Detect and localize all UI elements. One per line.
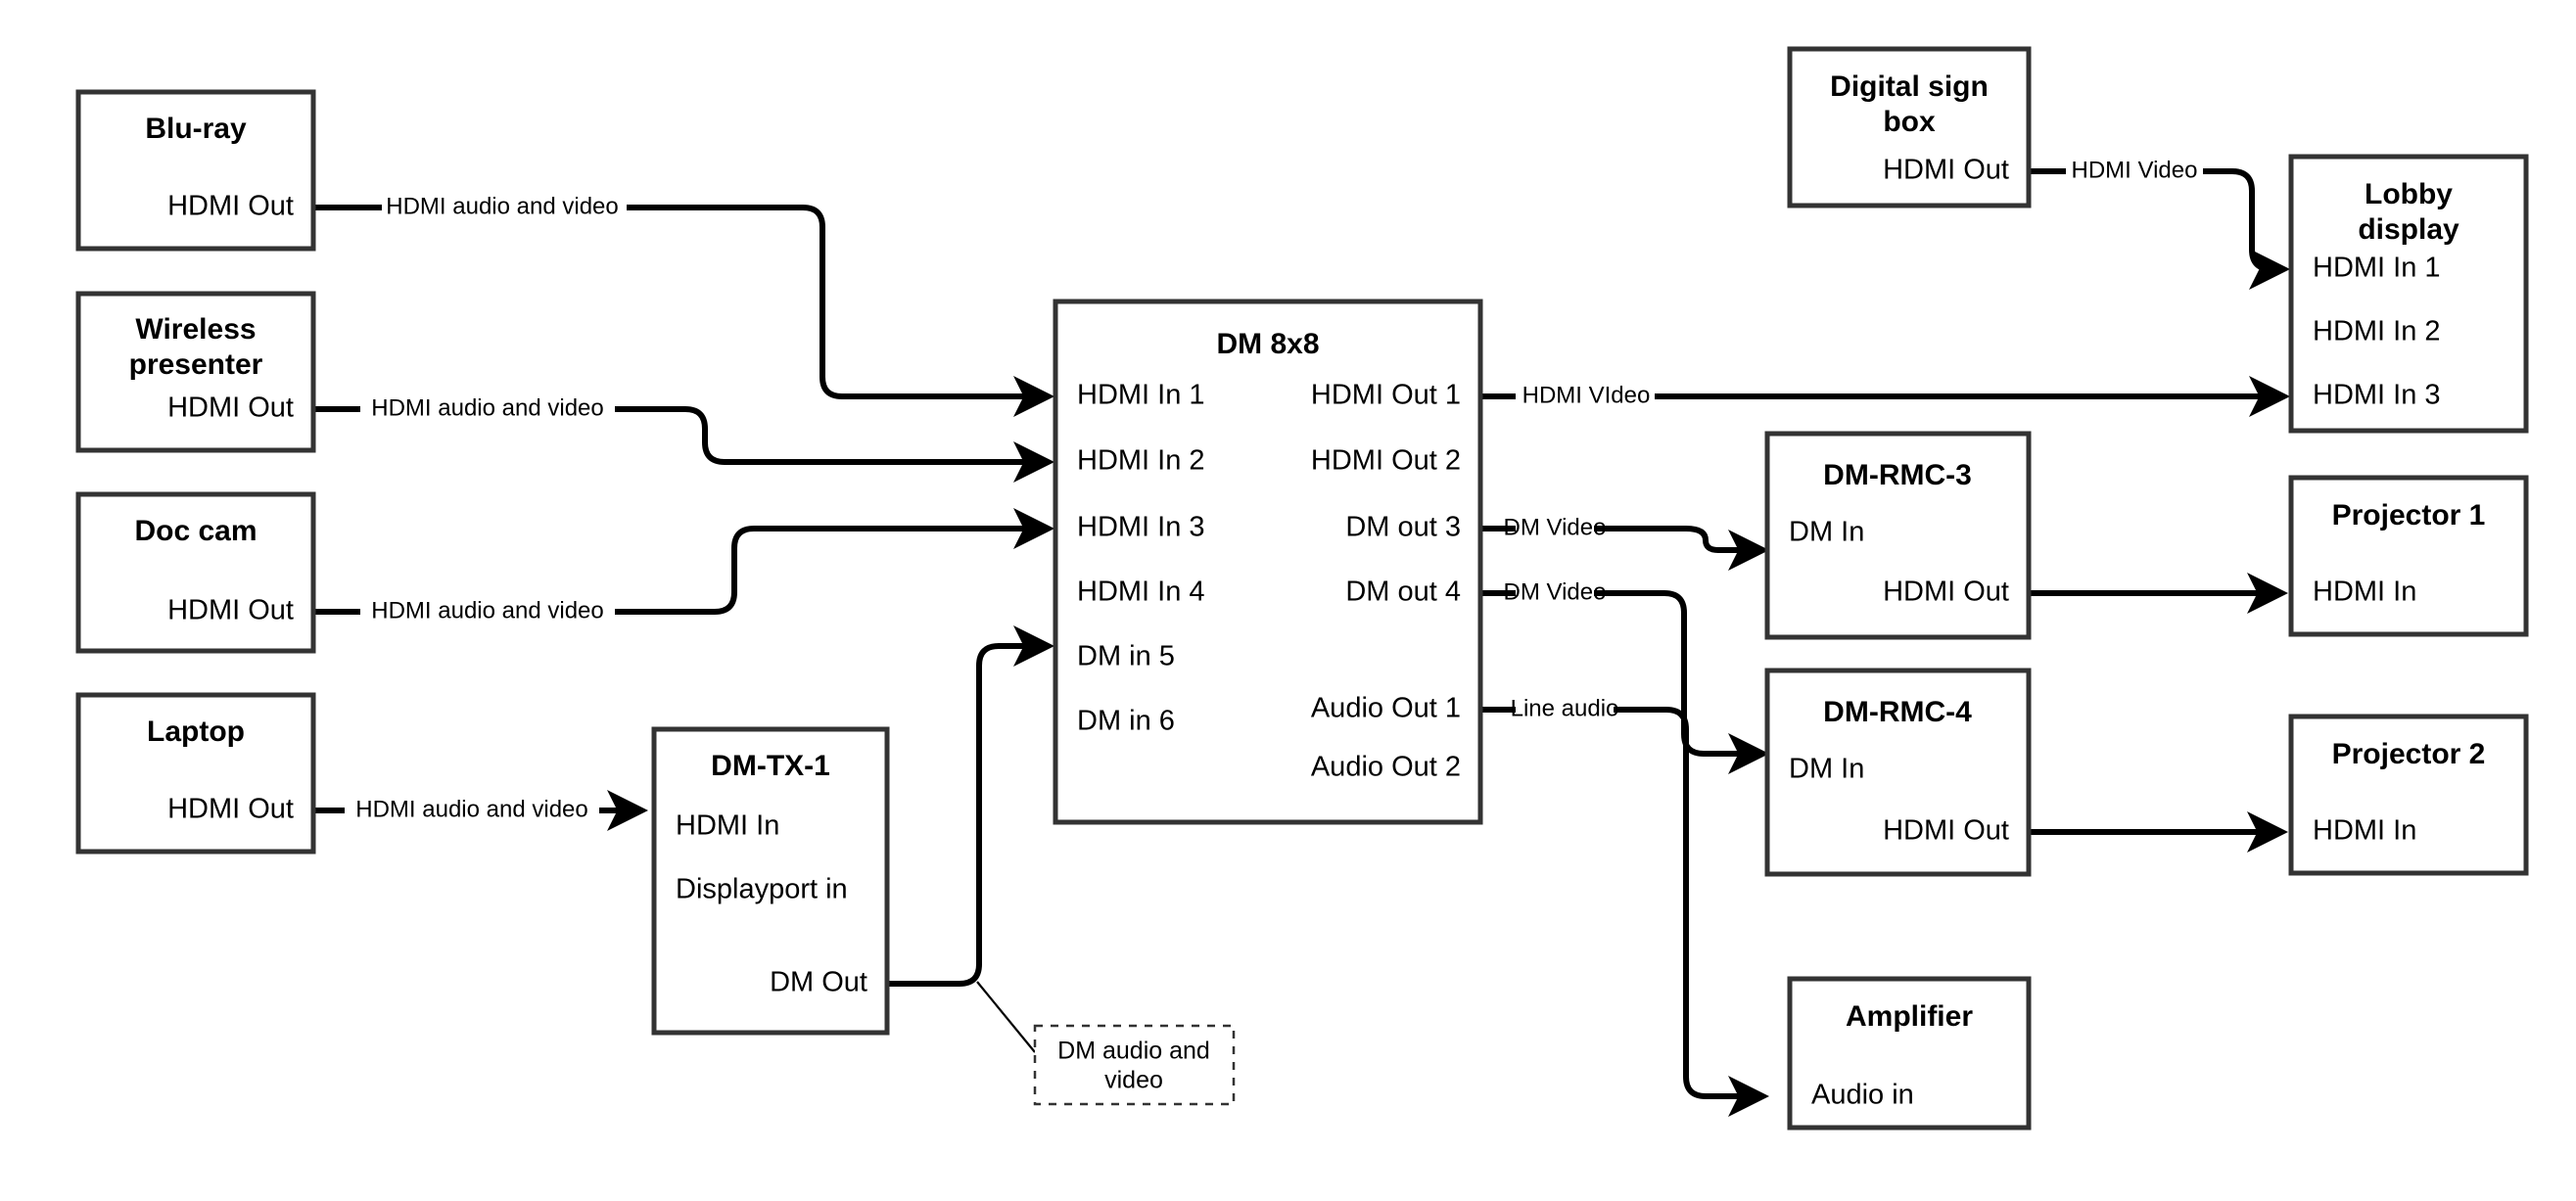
dm-8x8-input-hdmi-in-4: HDMI In 4	[1077, 577, 1205, 608]
lobby-display-box[interactable]	[2288, 154, 2529, 434]
node-projector-1[interactable]: Projector 1 HDMI In	[2288, 475, 2529, 637]
lobby-display-title-line2: display	[2358, 213, 2459, 246]
callout-leader-line	[976, 981, 1036, 1053]
dm-8x8-title: DM 8x8	[1216, 328, 1319, 360]
bluray-title: Blu-ray	[145, 113, 247, 145]
wire-doccam-to-hdmi-in-3	[313, 529, 1048, 615]
projector-1-title: Projector 1	[2332, 499, 2486, 531]
lobby-display-input-hdmi-in-2: HDMI In 2	[2313, 316, 2441, 347]
callout-text-line2: video	[1104, 1067, 1163, 1094]
doc-cam-box[interactable]	[75, 491, 316, 654]
node-laptop[interactable]: Laptop HDMI Out	[75, 692, 316, 855]
wire-dm-out-3-to-rmc3	[1480, 529, 1762, 550]
dm-tx-1-port-hdmi-in: HDMI In	[676, 810, 779, 842]
edge-label-dmout3-to-rmc3: DM Video	[1504, 514, 1607, 540]
node-dm-rmc-4[interactable]: DM-RMC-4 DM In HDMI Out	[1764, 668, 2032, 877]
wireless-presenter-title-line2: presenter	[129, 348, 263, 381]
dm-8x8-input-dm-in-5: DM in 5	[1077, 641, 1175, 672]
dm-8x8-input-hdmi-in-1: HDMI In 1	[1077, 380, 1205, 411]
laptop-port-hdmi-out: HDMI Out	[167, 794, 294, 825]
edge-label-bluray-to-in1: HDMI audio and video	[386, 193, 618, 219]
doc-cam-title: Doc cam	[134, 515, 257, 547]
bluray-box[interactable]	[75, 89, 316, 252]
callout-dm-audio-and-video: DM audio and video	[1033, 1024, 1236, 1106]
digital-sign-box-title-line1: Digital sign	[1830, 70, 1989, 103]
dm-8x8-output-dm-out-4: DM out 4	[1345, 577, 1461, 608]
edge-label-sign-to-lobby1: HDMI Video	[2072, 157, 2198, 183]
node-wireless-presenter[interactable]: Wireless presenter HDMI Out	[75, 291, 316, 453]
amplifier-port-audio-in: Audio in	[1811, 1080, 1914, 1111]
dm-8x8-output-audio-out-2: Audio Out 2	[1311, 752, 1461, 783]
projector-2-title: Projector 2	[2332, 738, 2486, 770]
node-projector-2[interactable]: Projector 2 HDMI In	[2288, 714, 2529, 876]
wire-dm-out-4-to-rmc4	[1480, 590, 1762, 754]
amplifier-title: Amplifier	[1846, 1000, 1973, 1033]
edge-label-doccam-to-in3: HDMI audio and video	[371, 597, 603, 624]
dm-tx-1-port-displayport-in: Displayport in	[676, 874, 848, 905]
dm-rmc-3-box[interactable]	[1764, 431, 2032, 640]
lobby-display-input-hdmi-in-3: HDMI In 3	[2313, 380, 2441, 411]
dm-8x8-input-hdmi-in-2: HDMI In 2	[1077, 445, 1205, 477]
dm-8x8-output-audio-out-1: Audio Out 1	[1311, 693, 1461, 724]
wireless-presenter-box[interactable]	[75, 291, 316, 453]
dm-8x8-output-dm-out-3: DM out 3	[1345, 512, 1461, 543]
dm-rmc-3-port-hdmi-out: HDMI Out	[1883, 577, 2009, 608]
edge-label-dmout4-to-rmc4: DM Video	[1504, 578, 1607, 605]
dm-rmc-3-title: DM-RMC-3	[1823, 459, 1972, 491]
dm-8x8-output-hdmi-out-1: HDMI Out 1	[1311, 380, 1461, 411]
node-lobby-display[interactable]: Lobby display HDMI In 1 HDMI In 2 HDMI I…	[2288, 154, 2529, 434]
wire-wireless-to-hdmi-in-2	[313, 406, 1048, 462]
edge-label-hdmiout1-to-lobby3: HDMI VIdeo	[1522, 382, 1651, 408]
dm-tx-1-title: DM-TX-1	[711, 750, 830, 782]
dm-rmc-4-port-dm-in: DM In	[1789, 754, 1864, 785]
node-dm-8x8[interactable]: DM 8x8 HDMI In 1 HDMI In 2 HDMI In 3 HDM…	[1053, 299, 1483, 825]
projector-1-port-hdmi-in: HDMI In	[2313, 577, 2416, 608]
wire-audio-out-1-to-amplifier	[1480, 707, 1762, 1096]
edge-label-audioout1-to-amp: Line audio	[1511, 695, 1619, 721]
digital-sign-box-title-line2: box	[1883, 106, 1936, 138]
dm-8x8-input-dm-in-6: DM in 6	[1077, 706, 1175, 737]
dm-8x8-box[interactable]	[1053, 299, 1483, 825]
node-doc-cam[interactable]: Doc cam HDMI Out	[75, 491, 316, 654]
wireless-presenter-title-line1: Wireless	[135, 313, 256, 346]
node-digital-sign-box[interactable]: Digital sign box HDMI Out	[1787, 46, 2032, 208]
wire-sign-to-lobby-in-1	[2029, 168, 2283, 269]
projector-2-box[interactable]	[2288, 714, 2529, 876]
projector-2-port-hdmi-in: HDMI In	[2313, 815, 2416, 847]
node-dm-tx-1[interactable]: DM-TX-1 HDMI In Displayport in DM Out	[651, 726, 890, 1036]
node-dm-rmc-3[interactable]: DM-RMC-3 DM In HDMI Out	[1764, 431, 2032, 640]
wire-dmtx1-to-dm-in-5	[887, 625, 1054, 987]
laptop-title: Laptop	[147, 716, 245, 748]
doc-cam-port-hdmi-out: HDMI Out	[167, 595, 294, 626]
dm-8x8-output-hdmi-out-2: HDMI Out 2	[1311, 445, 1461, 477]
callout-text-line1: DM audio and	[1057, 1038, 1210, 1065]
dm-tx-1-port-dm-out: DM Out	[770, 967, 867, 998]
dm-rmc-4-port-hdmi-out: HDMI Out	[1883, 815, 2009, 847]
digital-sign-box-port-hdmi-out: HDMI Out	[1883, 155, 2009, 186]
dm-rmc-3-port-dm-in: DM In	[1789, 517, 1864, 548]
edge-label-wireless-to-in2: HDMI audio and video	[371, 394, 603, 421]
callout-box	[1033, 1024, 1236, 1106]
laptop-box[interactable]	[75, 692, 316, 855]
dm-rmc-4-box[interactable]	[1764, 668, 2032, 877]
node-amplifier[interactable]: Amplifier Audio in	[1787, 976, 2032, 1131]
dm-8x8-input-hdmi-in-3: HDMI In 3	[1077, 512, 1205, 543]
edge-label-laptop-to-dmtx1: HDMI audio and video	[355, 796, 587, 822]
wireless-presenter-port-hdmi-out: HDMI Out	[167, 393, 294, 424]
dm-tx-1-box[interactable]	[651, 726, 890, 1036]
lobby-display-title-line1: Lobby	[2365, 178, 2453, 210]
digital-sign-box-box[interactable]	[1787, 46, 2032, 208]
node-bluray[interactable]: Blu-ray HDMI Out	[75, 89, 316, 252]
bluray-port-hdmi-out: HDMI Out	[167, 191, 294, 222]
lobby-display-input-hdmi-in-1: HDMI In 1	[2313, 253, 2441, 284]
wire-bluray-to-hdmi-in-1	[313, 205, 1048, 396]
dm-rmc-4-title: DM-RMC-4	[1823, 696, 1972, 728]
projector-1-box[interactable]	[2288, 475, 2529, 637]
amplifier-box[interactable]	[1787, 976, 2032, 1131]
